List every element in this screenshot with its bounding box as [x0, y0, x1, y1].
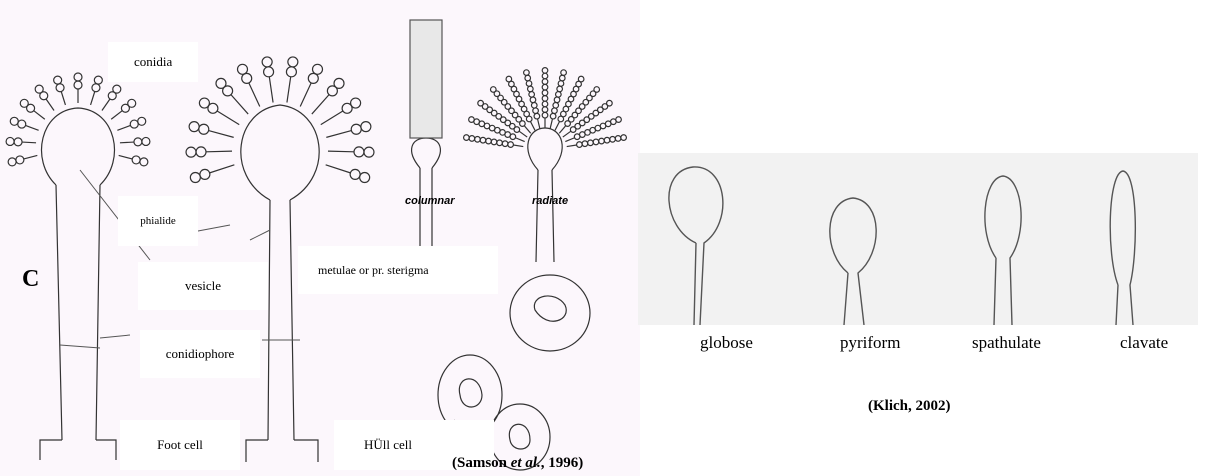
- uniseriate-vesicle: [42, 108, 115, 185]
- label-metulae: metulae or pr. sterigma: [298, 246, 498, 294]
- label-conidiophore: conidiophore: [140, 330, 260, 378]
- label-radiate: radiate: [532, 195, 568, 207]
- aspergillus-drawing: [0, 0, 640, 476]
- biseriate-vesicle: [241, 105, 319, 200]
- panel-letter-c: C: [22, 266, 39, 293]
- clavate-shape: [1110, 171, 1135, 325]
- vesicle-shapes-drawing: [638, 153, 1198, 325]
- label-globose: globose: [700, 333, 753, 353]
- vesicle-shapes-panel: [638, 153, 1198, 325]
- label-clavate: clavate: [1120, 333, 1168, 353]
- label-columnar: columnar: [405, 195, 455, 207]
- globose-shape: [669, 167, 723, 325]
- label-vesicle: vesicle: [138, 262, 268, 310]
- label-phialide: phialide: [118, 196, 198, 246]
- label-pyriform: pyriform: [840, 333, 900, 353]
- citation-samson: (Samson et al., 1996): [452, 455, 583, 472]
- hulle-cell: [510, 275, 590, 351]
- citation-klich: (Klich, 2002): [868, 398, 951, 415]
- spathulate-shape: [985, 176, 1021, 325]
- label-spathulate: spathulate: [972, 333, 1041, 353]
- columnar-vesicle: [412, 138, 441, 168]
- pyriform-shape: [830, 198, 876, 325]
- left-figure-panel: conidia phialide vesicle conidiophore Fo…: [0, 0, 640, 476]
- uniseriate-phialides: [6, 73, 150, 166]
- biseriate-phialides: [186, 57, 374, 183]
- label-foot-cell: Foot cell: [120, 420, 240, 470]
- radiate-stipe: [536, 170, 554, 262]
- citation-samson-etal: et al.: [511, 455, 541, 471]
- columnar-chains: [410, 20, 442, 138]
- citation-samson-suffix: , 1996): [541, 455, 584, 471]
- radiate-vesicle: [528, 128, 562, 170]
- citation-samson-prefix: (Samson: [452, 455, 511, 471]
- label-conidia: conidia: [108, 42, 198, 82]
- uniseriate-stipe: [40, 185, 116, 460]
- radiate-chains: [464, 68, 627, 148]
